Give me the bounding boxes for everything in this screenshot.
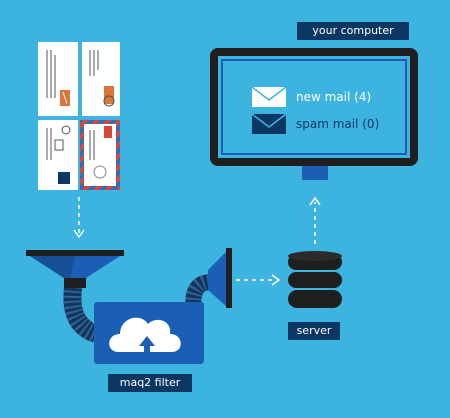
cloud-upload-icon — [109, 317, 181, 352]
envelope-2 — [82, 42, 120, 116]
arrow-filter-to-server — [236, 274, 281, 286]
new-mail-envelope-icon — [251, 86, 287, 107]
envelope-3 — [38, 120, 78, 190]
monitor — [210, 48, 418, 180]
spam-mail-text: spam mail (0) — [296, 117, 380, 131]
server-icon — [288, 251, 342, 308]
arrow-server-to-computer — [309, 196, 321, 244]
server-label: server — [288, 322, 340, 340]
filter-label: maq2 filter — [108, 374, 192, 392]
envelope-1 — [38, 42, 78, 116]
new-mail-text: new mail (4) — [296, 90, 372, 104]
your-computer-label: your computer — [297, 22, 409, 40]
arrow-envelopes-to-filter — [73, 197, 85, 239]
spam-mail-envelope-icon — [251, 113, 287, 134]
filter-machine — [26, 248, 232, 364]
envelope-4-airmail — [80, 120, 120, 190]
